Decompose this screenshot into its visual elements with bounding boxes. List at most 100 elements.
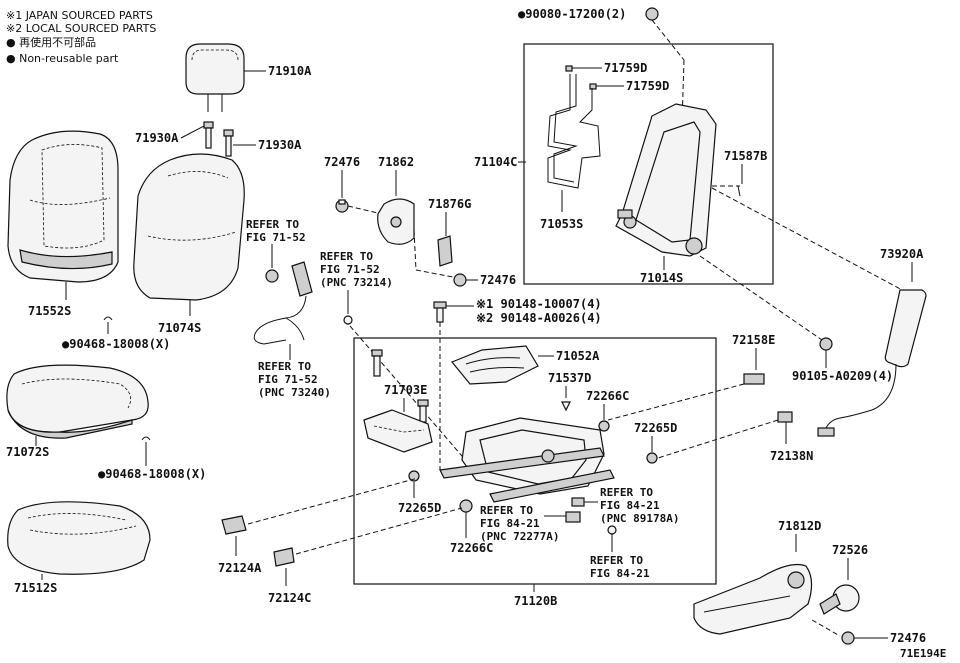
seatback-frame-illustration[interactable] xyxy=(615,103,717,257)
recliner-knob-illustration[interactable] xyxy=(819,584,860,615)
cap-icon[interactable] xyxy=(459,499,473,513)
connector-icon[interactable] xyxy=(777,411,793,423)
refer-71-52-b-line1[interactable]: REFER TO xyxy=(320,250,373,263)
bolt-icon[interactable] xyxy=(819,337,833,351)
label-90148-A0026: ※2 90148-A0026(4) xyxy=(476,311,602,325)
sensor-icon[interactable] xyxy=(571,497,585,507)
bolt-icon[interactable] xyxy=(841,631,855,645)
cushion-spring-illustration[interactable] xyxy=(451,345,539,385)
seat-track-box xyxy=(353,337,717,585)
legend-non-reusable-en: ● Non-reusable part xyxy=(6,52,119,65)
seatback-spring-illustration[interactable] xyxy=(547,74,601,189)
label-72124C: 72124C xyxy=(268,591,311,605)
legend-local-sourced: ※2 LOCAL SOURCED PARTS xyxy=(6,22,156,35)
label-71512S: 71512S xyxy=(14,581,57,595)
label-71930A-left: 71930A xyxy=(135,131,179,145)
cap-icon[interactable] xyxy=(646,452,658,464)
hog-ring-icon[interactable] xyxy=(103,316,113,334)
label-72265D-left: 72265D xyxy=(398,501,441,515)
label-71759D-upper: 71759D xyxy=(604,61,647,75)
refer-84-21-a-line3[interactable]: (PNC 89178A) xyxy=(600,512,679,525)
headrest-illustration[interactable] xyxy=(185,43,266,112)
seat-track-frame-illustration[interactable] xyxy=(439,417,615,503)
refer-71-52-b-line3[interactable]: (PNC 73214) xyxy=(320,276,393,289)
connector-icon[interactable] xyxy=(565,511,581,523)
label-71053S: 71053S xyxy=(540,217,583,231)
hog-ring-icon[interactable] xyxy=(141,436,151,466)
label-72526: 72526 xyxy=(832,543,868,557)
seatback-pad-illustration[interactable] xyxy=(133,153,245,301)
bolt-icon[interactable] xyxy=(433,301,447,323)
wire-harness-illustration[interactable] xyxy=(253,261,313,345)
label-71703E: 71703E xyxy=(384,383,427,397)
legend: ※1 JAPAN SOURCED PARTS ※2 LOCAL SOURCED … xyxy=(6,9,156,65)
pin-icon[interactable] xyxy=(737,185,741,197)
bolt-icon[interactable] xyxy=(417,399,429,423)
seatback-frame-box xyxy=(523,43,774,285)
clip-icon[interactable] xyxy=(343,315,353,325)
cap-icon[interactable] xyxy=(408,470,420,482)
label-73920A: 73920A xyxy=(880,247,924,261)
label-72124A: 72124A xyxy=(218,561,262,575)
label-72266C-lower: 72266C xyxy=(450,541,493,555)
label-72158E: 72158E xyxy=(732,333,775,347)
side-shield-illustration[interactable] xyxy=(693,563,813,635)
clip-icon[interactable] xyxy=(565,65,624,90)
label-72476-upper: 72476 xyxy=(324,155,360,169)
label-71812D: 71812D xyxy=(778,519,821,533)
label-71930A-right: 71930A xyxy=(258,138,302,152)
label-71052A: 71052A xyxy=(556,349,600,363)
figure-id: 71E194E xyxy=(900,647,946,660)
refer-84-21-b-line1[interactable]: REFER TO xyxy=(480,504,533,517)
label-72266C-upper: 72266C xyxy=(586,389,629,403)
bolt-icon[interactable] xyxy=(453,273,467,287)
bolt-icon[interactable] xyxy=(371,349,383,377)
refer-84-21-c-line2[interactable]: FIG 84-21 xyxy=(590,567,650,580)
refer-71-52-c-line3[interactable]: (PNC 73240) xyxy=(258,386,331,399)
clip-icon[interactable] xyxy=(607,525,617,535)
label-71014S: 71014S xyxy=(640,271,683,285)
clip-icon[interactable] xyxy=(561,401,571,412)
refer-84-21-a-line1[interactable]: REFER TO xyxy=(600,486,653,499)
side-bracket-illustration[interactable] xyxy=(363,409,433,453)
bolt-icon[interactable] xyxy=(335,199,349,213)
label-71072S: 71072S xyxy=(6,445,49,459)
refer-71-52-c-line1[interactable]: REFER TO xyxy=(258,360,311,373)
label-90105-A0209: 90105-A0209(4) xyxy=(792,369,893,383)
refer-71-52-a-line2[interactable]: FIG 71-52 xyxy=(246,231,306,244)
label-71104C: 71104C xyxy=(474,155,517,169)
headrest-guide-illustration[interactable] xyxy=(180,121,256,157)
seatback-cover-illustration[interactable] xyxy=(7,130,119,283)
connector-icon[interactable] xyxy=(743,373,765,385)
grommet-icon[interactable] xyxy=(265,269,279,283)
label-71910A: 71910A xyxy=(268,64,312,78)
label-90468-lower: ●90468-18008(X) xyxy=(98,467,206,481)
label-72265D-right: 72265D xyxy=(634,421,677,435)
refer-84-21-b-line3[interactable]: (PNC 72277A) xyxy=(480,530,559,543)
cap-icon[interactable] xyxy=(598,420,610,432)
label-71552S: 71552S xyxy=(28,304,71,318)
refer-71-52-b-line2[interactable]: FIG 71-52 xyxy=(320,263,380,276)
legend-japan-sourced: ※1 JAPAN SOURCED PARTS xyxy=(6,9,153,22)
bracket-icon[interactable] xyxy=(221,515,247,535)
label-71587B: 71587B xyxy=(724,149,767,163)
label-71074S: 71074S xyxy=(158,321,201,335)
refer-84-21-b-line2[interactable]: FIG 84-21 xyxy=(480,517,540,530)
cushion-cover-illustration[interactable] xyxy=(6,364,149,439)
refer-84-21-c-line1[interactable]: REFER TO xyxy=(590,554,643,567)
refer-84-21-a-line2[interactable]: FIG 84-21 xyxy=(600,499,660,512)
nut-icon[interactable] xyxy=(645,7,659,21)
label-72476-lower: 72476 xyxy=(890,631,926,645)
legend-non-reusable-jp: ● 再使用不可部品 xyxy=(6,35,96,49)
recliner-cover-illustration[interactable] xyxy=(377,198,415,245)
refer-71-52-c-line2[interactable]: FIG 71-52 xyxy=(258,373,318,386)
refer-71-52-a-line1[interactable]: REFER TO xyxy=(246,218,299,231)
label-71876G: 71876G xyxy=(428,197,471,211)
label-71759D-lower: 71759D xyxy=(626,79,669,93)
bracket-icon[interactable] xyxy=(273,547,295,567)
lever-knob-illustration[interactable] xyxy=(437,235,453,267)
cushion-pad-illustration[interactable] xyxy=(7,501,151,575)
side-airbag-illustration[interactable] xyxy=(817,289,927,437)
label-71537D: 71537D xyxy=(548,371,591,385)
